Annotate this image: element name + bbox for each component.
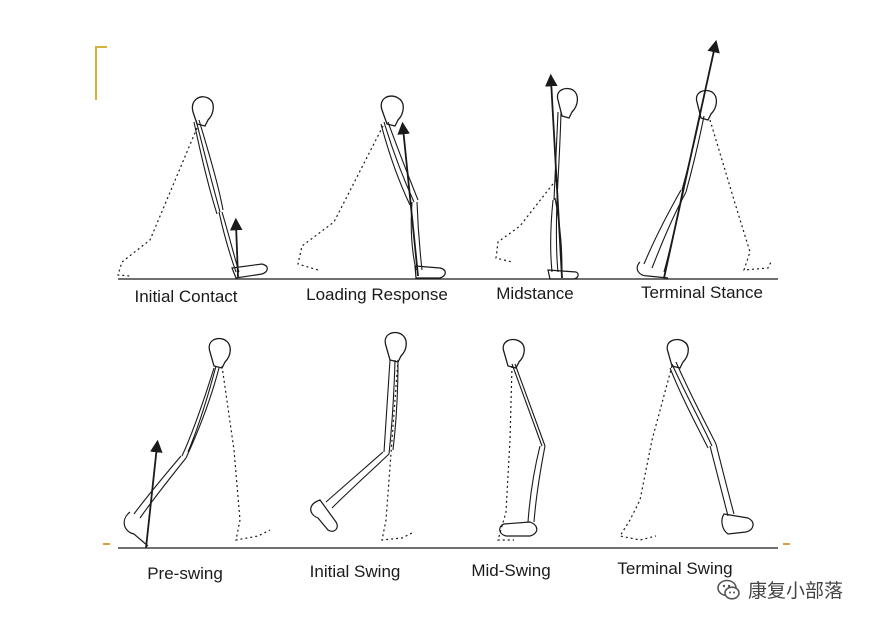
foot (414, 265, 446, 279)
foot (636, 261, 669, 279)
phase-label-terminal-stance: Terminal Stance (641, 283, 763, 302)
pelvis-icon (191, 96, 214, 127)
foot (499, 521, 538, 537)
thigh-muscle (193, 119, 224, 215)
pelvis-icon (556, 87, 579, 119)
force-vector-arrow (663, 39, 720, 279)
foot (547, 269, 579, 280)
phase-label-initial-contact: Initial Contact (134, 287, 238, 306)
left-dash-mark (103, 543, 110, 545)
figure-mid-swing (497, 338, 546, 541)
watermark: 康复小部落 (716, 576, 843, 603)
shank-muscle (527, 445, 546, 523)
force-vector-arrow (229, 217, 243, 278)
reference-leg-dotted (221, 365, 271, 541)
foot (310, 499, 338, 532)
phase-label-terminal-swing: Terminal Swing (617, 559, 733, 578)
pelvis-icon (208, 337, 231, 369)
force-vector-arrow (145, 439, 163, 549)
right-dash-mark (783, 543, 790, 545)
reference-leg-dotted (497, 365, 514, 541)
corner-bracket (95, 46, 107, 100)
thigh-muscle (383, 359, 399, 455)
figure-initial-swing (310, 331, 415, 541)
watermark-text: 康复小部落 (748, 580, 844, 602)
phase-label-mid-swing: Mid-Swing (471, 561, 551, 580)
figure-midstance (495, 73, 579, 280)
foot (721, 513, 754, 535)
shank-muscle (709, 443, 735, 517)
phase-label-midstance: Midstance (496, 284, 574, 303)
figure-loading-response (297, 95, 446, 279)
shank-muscle (133, 455, 187, 519)
pelvis-icon (384, 331, 407, 363)
reference-leg-dotted (381, 359, 415, 541)
pelvis-icon (695, 89, 718, 121)
reference-leg-dotted (619, 365, 673, 541)
pelvis-icon (502, 338, 525, 369)
wechat-chat-icon (717, 579, 740, 600)
figure-initial-contact (117, 96, 268, 279)
foot (123, 511, 149, 547)
reference-leg-dotted (709, 119, 773, 271)
shank-muscle (643, 187, 687, 273)
force-vector-arrow (397, 121, 419, 277)
figure-terminal-stance (636, 39, 773, 279)
thigh-line (511, 363, 546, 447)
phase-label-initial-swing: Initial Swing (309, 562, 401, 581)
force-vector-arrow (545, 73, 563, 279)
thigh-muscle (380, 121, 419, 206)
pelvis-icon (380, 95, 404, 127)
reference-leg-dotted (297, 125, 384, 271)
thigh-muscle (181, 365, 220, 459)
phase-label-loading-response: Loading Response (306, 285, 448, 304)
thigh-muscle (669, 361, 717, 449)
foot (231, 263, 268, 279)
reference-leg-dotted (495, 179, 557, 263)
figure-terminal-swing (619, 338, 754, 541)
phase-label-pre-swing: Pre-swing (147, 564, 223, 583)
shank-muscle (325, 451, 390, 509)
pelvis-icon (666, 338, 689, 369)
figure-pre-swing (123, 337, 271, 549)
reference-leg-dotted (117, 127, 198, 277)
